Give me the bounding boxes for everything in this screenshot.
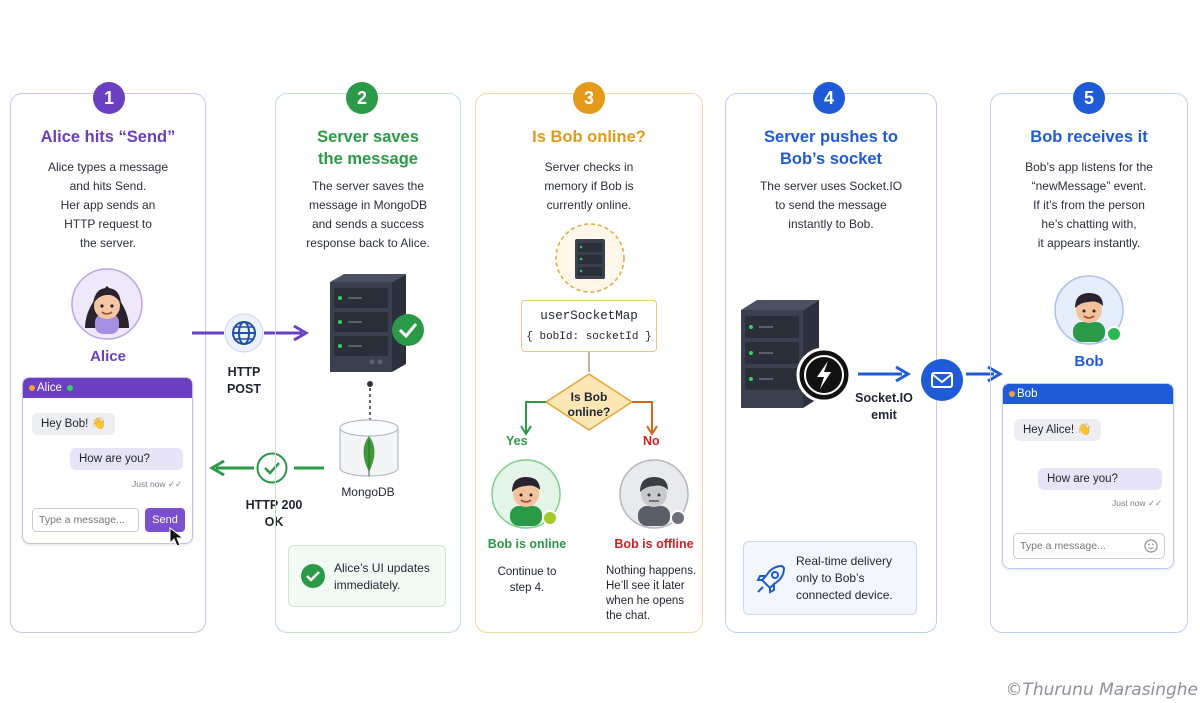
step-1-title: Alice hits “Send” bbox=[40, 128, 176, 146]
alice-message-in: Hey Bob! 👋 bbox=[32, 413, 115, 435]
db-connection-line bbox=[367, 381, 373, 420]
bob-offline-label: Bob is offline bbox=[614, 537, 694, 551]
alice-chat-header: Alice bbox=[23, 378, 192, 398]
bob-avatar bbox=[1053, 274, 1125, 346]
bob-offline-avatar bbox=[618, 458, 690, 530]
bob-message-input[interactable] bbox=[1013, 533, 1165, 559]
step-5-title: Bob receives it bbox=[1030, 128, 1148, 146]
bob-chat-name: Bob bbox=[1017, 388, 1038, 400]
alice-message-out: How are you? bbox=[70, 448, 183, 470]
emoji-icon[interactable] bbox=[1144, 539, 1158, 553]
window-dot-icon bbox=[1009, 391, 1015, 397]
bob-message-out: How are you? bbox=[1038, 468, 1162, 490]
rocket-icon bbox=[756, 564, 786, 594]
window-dot-icon bbox=[29, 385, 35, 391]
map-entry: { bobId: socketId } bbox=[526, 331, 652, 343]
bob-message-timestamp: Just now ✓✓ bbox=[1112, 498, 1163, 508]
bob-chat-window: Bob Hey Alice! 👋 How are you? Just now ✓… bbox=[1002, 383, 1174, 569]
credit-text: ©Thurunu Marasinghe bbox=[1005, 680, 1198, 700]
success-check-icon bbox=[391, 313, 425, 347]
alice-message-input[interactable] bbox=[32, 508, 139, 532]
server-icon bbox=[322, 272, 426, 376]
deliver-arrow bbox=[966, 365, 1003, 383]
mongodb-label: MongoDB bbox=[341, 485, 395, 499]
mongodb-icon bbox=[338, 418, 400, 480]
bob-chat-header: Bob bbox=[1003, 384, 1173, 404]
socket-io-icon bbox=[796, 347, 852, 403]
alice-chat-name: Alice bbox=[37, 382, 62, 394]
memory-server-icon bbox=[554, 222, 626, 294]
step-1-badge: 1 bbox=[93, 82, 125, 114]
bob-online-avatar bbox=[490, 458, 562, 530]
step-5-description: Bob’s app listens for the“newMessage” ev… bbox=[1025, 160, 1153, 250]
bob-avatar-label: Bob bbox=[1074, 353, 1104, 370]
message-envelope-icon bbox=[920, 358, 964, 402]
step-3-title: Is Bob online? bbox=[532, 128, 646, 146]
yes-label: Yes bbox=[506, 434, 528, 448]
user-socket-map-box: userSocketMap { bobId: socketId } bbox=[521, 300, 657, 352]
note-check-icon bbox=[301, 564, 325, 588]
emit-arrow bbox=[858, 365, 911, 383]
alice-avatar-label: Alice bbox=[90, 348, 126, 365]
no-label: No bbox=[643, 434, 660, 448]
step-3-badge: 3 bbox=[573, 82, 605, 114]
bob-message-in: Hey Alice! 👋 bbox=[1014, 419, 1101, 441]
send-button[interactable]: Send bbox=[145, 508, 185, 532]
step-4-badge: 4 bbox=[813, 82, 845, 114]
check-circle-icon bbox=[256, 452, 288, 484]
step-2-badge: 2 bbox=[346, 82, 378, 114]
map-name: userSocketMap bbox=[540, 309, 638, 323]
globe-icon bbox=[224, 313, 264, 353]
http-post-arrow bbox=[192, 324, 309, 342]
bob-online-label: Bob is online bbox=[487, 537, 567, 551]
online-dot-icon bbox=[66, 385, 73, 391]
alice-chat-window: Alice Hey Bob! 👋 How are you? Just now ✓… bbox=[22, 377, 193, 547]
http-200-arrow bbox=[209, 459, 324, 477]
alice-message-timestamp: Just now ✓✓ bbox=[132, 479, 183, 489]
cursor-icon bbox=[169, 527, 185, 547]
alice-avatar bbox=[71, 268, 143, 340]
decision-flow bbox=[520, 352, 658, 436]
step-5-badge: 5 bbox=[1073, 82, 1105, 114]
